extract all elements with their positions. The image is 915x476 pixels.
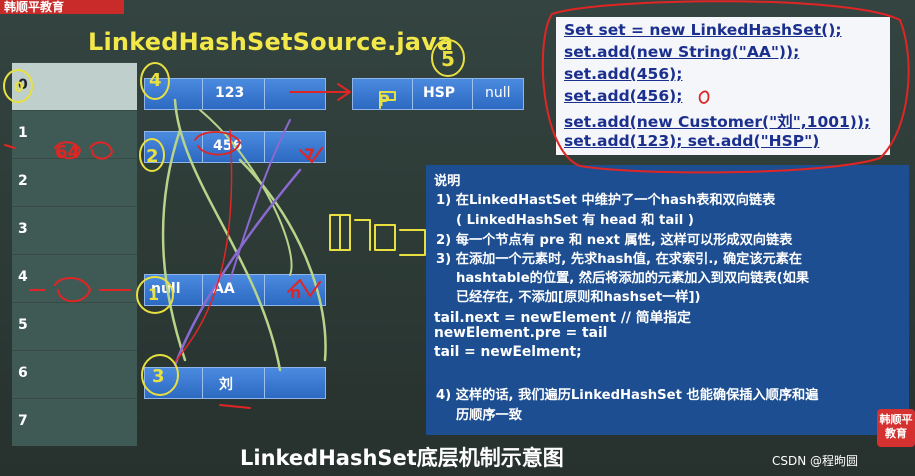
table-cell: 1 [12, 110, 137, 158]
yellow-circle [139, 138, 165, 172]
cell-index: 6 [18, 365, 28, 381]
annotation-label: 64 [55, 142, 80, 163]
node-pre-field [145, 368, 203, 398]
annotation-label: 3 [152, 366, 165, 387]
red-scribble [194, 131, 241, 156]
node-value: 123 [215, 85, 245, 101]
node-value-field [203, 368, 265, 398]
link-arrow [173, 98, 282, 372]
red-circle-annotation [541, 0, 910, 174]
link-arrow [199, 109, 293, 276]
annotation-label: 7 [304, 145, 315, 164]
cell-index: 3 [18, 221, 28, 237]
table-cell: 2 [12, 158, 137, 206]
table-cell: 6 [12, 350, 137, 398]
cell-index: 1 [18, 125, 28, 141]
red-arrow [289, 83, 351, 101]
node-value-field [203, 275, 265, 305]
cell-index: 7 [18, 413, 28, 429]
code-line: set.add(123); set.add("HSP") [564, 132, 820, 150]
link-arrow [161, 128, 187, 362]
desc-line: 已经存在, 不添加[原则和hashset一样]) [456, 290, 701, 305]
cell-index: 5 [18, 317, 28, 333]
node-pre-field [145, 275, 203, 305]
red-scribble [4, 141, 113, 160]
yellow-circle [3, 69, 33, 103]
desc-code: tail.next = newElement // 简单指定 [434, 310, 691, 326]
link-arrow [173, 168, 302, 367]
annotation-label: 1 [148, 285, 159, 304]
link-arrow [229, 119, 291, 281]
annotation-label: P [378, 91, 390, 110]
watermark-badge: 韩顺平教育 [0, 0, 124, 14]
table-cell: 5 [12, 302, 137, 350]
node-value: HSP [423, 85, 456, 101]
cell-index: 2 [18, 173, 28, 189]
red-scribble [287, 279, 321, 297]
annotation-label: 0 [14, 80, 24, 96]
red-arrow [174, 129, 233, 363]
page-title: LinkedHashSetSource.java [88, 28, 454, 56]
code-box: Set set = new LinkedHashSet(); set.add(n… [556, 17, 890, 155]
code-line: set.add(456); [564, 65, 683, 83]
code-line: set.add(new String("AA")); [564, 43, 800, 61]
table-cell: 3 [12, 206, 137, 254]
red-scribble [299, 147, 323, 163]
cell-index: 4 [18, 269, 28, 285]
node-pre-field [145, 79, 203, 109]
red-scribble [29, 277, 131, 303]
description-box: 说明 1) 在LinkedHastSet 中维护了一个hash表和双向链表 ( … [426, 165, 909, 435]
desc-code: newElement.pre = tail [434, 325, 608, 341]
desc-heading: 说明 [434, 174, 461, 189]
desc-line: 4) 这样的话, 我们遍历LinkedHashSet 也能确保插入顺序和遍 [436, 388, 819, 403]
red-scribble [219, 404, 251, 409]
red-scribble [698, 90, 710, 104]
code-line: set.add(456); [564, 87, 683, 105]
yellow-circle [141, 354, 179, 396]
table-cell: 7 [12, 398, 137, 446]
desc-line: 历顺序一致 [456, 408, 522, 423]
desc-line: 3) 在添加一个元素时, 先求hash值, 在求索引., 确定该元素在 [436, 252, 803, 267]
desc-line: hashtable的位置, 然后将添加的元素加入到双向链表(如果 [456, 271, 810, 286]
annotation-label: 2 [146, 146, 159, 167]
node-aa: null AA [144, 274, 326, 306]
node-value-field [203, 79, 265, 109]
cell-index: 0 [18, 77, 28, 93]
desc-line: 2) 每一个节点有 pre 和 next 属性, 这样可以形成双向链表 [436, 233, 793, 248]
code-line: Set set = new LinkedHashSet(); [564, 21, 842, 39]
hash-table: 0 1 2 3 4 5 6 7 [0, 62, 137, 454]
yellow-circle [136, 276, 174, 314]
node-liu: 刘 [144, 367, 326, 399]
node-value-field [203, 132, 265, 162]
csdn-watermark: CSDN @程昫圆 [772, 454, 859, 468]
yellow-sketch [379, 91, 396, 109]
node-value: 刘 [219, 377, 233, 393]
annotation-label: 4 [149, 70, 162, 91]
yellow-circle [140, 62, 170, 100]
yellow-sketch [329, 214, 426, 256]
node-pre-field [353, 79, 413, 109]
node-value-field [413, 79, 473, 109]
desc-line: ( LinkedHashSet 有 head 和 tail ) [456, 213, 694, 228]
corner-logo-badge: 韩顺平教育 [877, 409, 915, 447]
node-next: null [485, 85, 511, 101]
table-cell: 4 [12, 254, 137, 302]
desc-line: 1) 在LinkedHastSet 中维护了一个hash表和双向链表 [436, 193, 776, 208]
yellow-circle [431, 39, 465, 77]
node-value: AA [213, 281, 235, 297]
desc-code: tail = newEelment; [434, 344, 582, 360]
diagram-caption: LinkedHashSet底层机制示意图 [240, 446, 564, 470]
annotation-label: 5 [441, 47, 455, 71]
annotation-label: n [290, 283, 301, 302]
node-pre-field [145, 132, 203, 162]
code-line: set.add(new Customer("刘",1001)); [564, 113, 871, 131]
